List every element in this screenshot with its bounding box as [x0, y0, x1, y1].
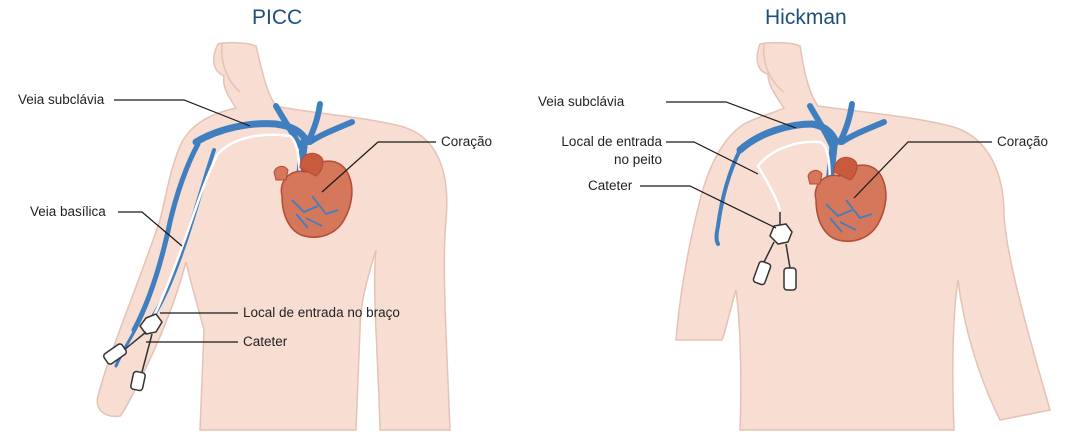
- hickman-heart-small: [807, 169, 823, 185]
- picc-aorta: [299, 152, 324, 177]
- picc-torso-silhouette: [96, 41, 451, 431]
- picc-label-heart: Coração: [441, 134, 493, 149]
- picc-cap-b: [130, 370, 146, 392]
- picc-catheter-device: [102, 313, 163, 392]
- hickman-cap-a: [752, 260, 772, 286]
- picc-leader-basilic: [118, 211, 183, 247]
- leader-lines: [114, 99, 992, 343]
- hickman-cap-b: [783, 267, 797, 291]
- picc-right-subclavian: [307, 119, 355, 145]
- picc-cap-a: [102, 343, 128, 365]
- hickman-catheter-device: [752, 212, 797, 291]
- picc-heart-vessels: [291, 195, 339, 229]
- picc-jugular-vein: [273, 103, 303, 149]
- hickman-catheter-line: [756, 140, 832, 212]
- hickman-label-subclavian: Veia subclávia: [538, 94, 625, 109]
- hickman-subclavian-vein: [736, 120, 840, 154]
- hickman-leader-subclavian: [666, 101, 797, 129]
- picc-leader-heart: [321, 141, 436, 193]
- picc-heart: [273, 152, 353, 238]
- hickman-lumen-a: [763, 241, 775, 263]
- hickman-heart: [807, 156, 887, 242]
- hickman-arm-vein: [714, 148, 742, 246]
- picc-subclavian-vein: [192, 120, 310, 146]
- picc-leader-subclavian: [114, 99, 251, 127]
- picc-basilic-vein: [131, 141, 201, 333]
- picc-label-basilic: Veia basílica: [30, 204, 106, 219]
- picc-hub: [139, 313, 163, 335]
- picc-forearm-vein: [114, 326, 138, 368]
- hickman-leader-heart: [853, 141, 992, 199]
- hickman-label-catheter: Cateter: [588, 178, 633, 193]
- picc-lumen-b: [141, 333, 153, 373]
- picc-catheter-line: [150, 133, 302, 322]
- picc-label-catheter: Cateter: [243, 334, 288, 349]
- hickman-neck: [762, 43, 785, 93]
- picc-body: [96, 41, 451, 431]
- hickman-title: Hickman: [765, 6, 847, 29]
- hickman-lumen-b: [785, 243, 791, 269]
- picc-heart-small: [273, 165, 289, 181]
- hickman-hub: [769, 223, 793, 245]
- hickman-leader-catheter: [640, 185, 777, 229]
- picc-label-subclavian: Veia subclávia: [18, 92, 105, 107]
- hickman-aorta: [833, 156, 858, 181]
- hickman-label-entry-line2: no peito: [613, 152, 662, 167]
- picc-lumen-a: [123, 331, 147, 351]
- hickman-label-entry-line1: Local de entrada: [561, 134, 662, 149]
- picc-title: PICC: [252, 6, 303, 29]
- picc-neck: [220, 43, 241, 93]
- picc-label-entry: Local de entrada no braço: [243, 305, 400, 320]
- hickman-right-subclavian: [839, 119, 887, 145]
- hickman-label-heart: Coração: [997, 134, 1049, 149]
- hickman-heart-vessels: [825, 199, 873, 233]
- hickman-leader-entry: [666, 141, 759, 175]
